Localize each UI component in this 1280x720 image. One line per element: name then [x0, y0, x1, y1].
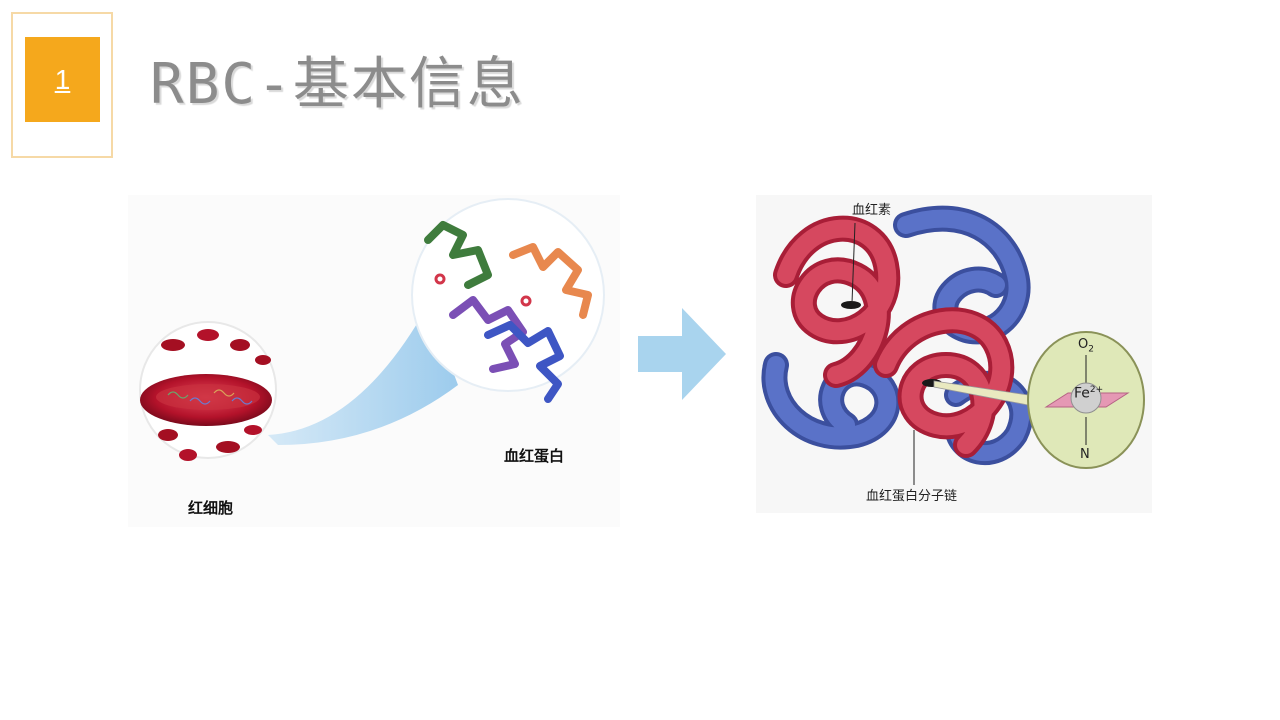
section-number: 1 [54, 63, 71, 95]
iron-atom [1070, 382, 1102, 414]
badge-frame [11, 12, 113, 158]
rbc-label: 红细胞 [188, 499, 234, 517]
heme-label: 血红素 [852, 203, 892, 218]
hemoglobin-structure-graphic [761, 205, 1145, 485]
slide-title: RBC-基本信息 [150, 52, 525, 117]
iron-label: Fe2+ [1074, 385, 1104, 402]
hemoglobin-label: 血红蛋白 [504, 447, 565, 465]
hemoglobin-subunits [761, 205, 1034, 465]
zoom-beam [268, 305, 458, 445]
hemoglobin-chains [424, 221, 592, 403]
rbc-illustration: 血红蛋白 红细胞 [128, 195, 620, 527]
hemoglobin-structure-illustration: 血红素 血红蛋白分子链 O2 Fe2+ N [756, 195, 1152, 513]
oxygen-label: O2 [1078, 337, 1094, 355]
heme-pointer-line [851, 222, 856, 304]
section-number-badge: 1 [25, 37, 100, 122]
chain-label: 血红蛋白分子链 [866, 489, 958, 504]
rbc-inner-molecules [167, 389, 253, 405]
nitrogen-label: N [1080, 447, 1090, 462]
rbc-cells [158, 329, 271, 461]
right-arrow-icon [638, 308, 726, 400]
rbc-illustration-graphic [139, 198, 605, 461]
